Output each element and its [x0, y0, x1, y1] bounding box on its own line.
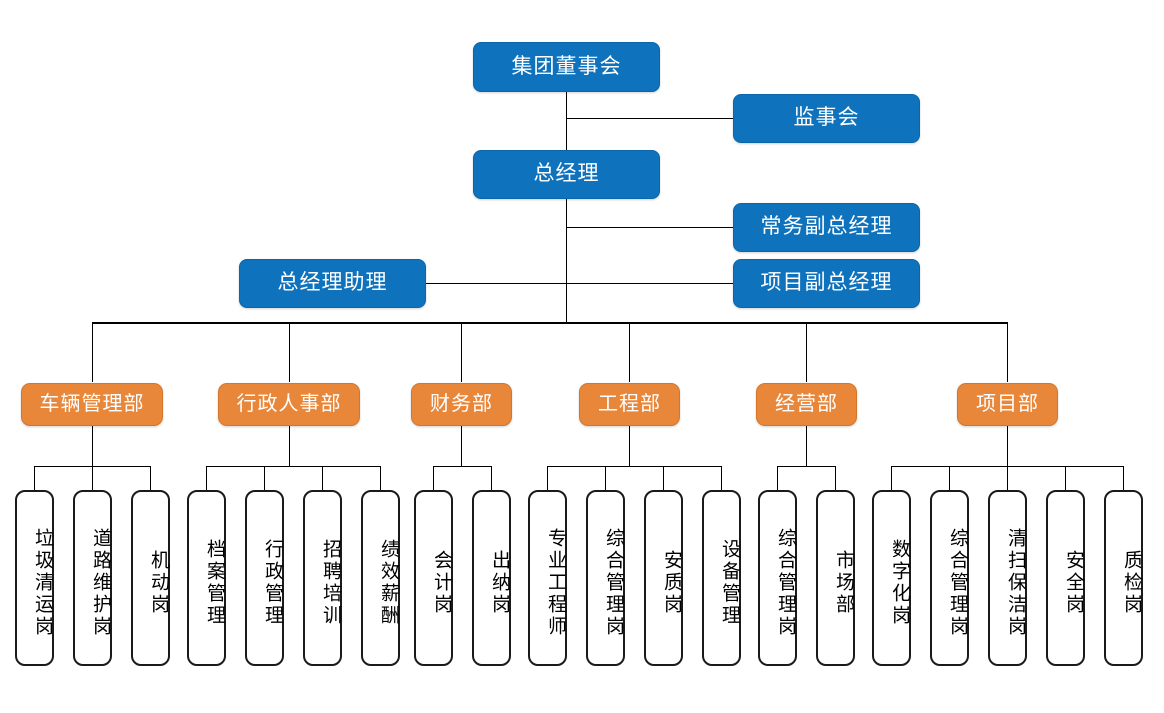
- node-supervisory-board[interactable]: 监事会: [733, 94, 920, 143]
- connector-drop-dept-4: [629, 322, 630, 382]
- node-position-cashier[interactable]: 出纳岗: [472, 490, 511, 666]
- connector-drop-pos-3: [150, 466, 151, 490]
- node-department-engineering[interactable]: 工程部: [579, 383, 680, 426]
- node-position-records-management[interactable]: 档案管理: [187, 490, 226, 666]
- connector-gm-assistant-to-trunk: [425, 283, 567, 284]
- connector-stem-dept-1: [92, 426, 93, 466]
- connector-drop-pos-17: [949, 466, 950, 490]
- node-gm-assistant[interactable]: 总经理助理: [239, 259, 426, 308]
- connector-drop-pos-20: [1123, 466, 1124, 490]
- connector-drop-dept-2: [289, 322, 290, 382]
- node-department-finance[interactable]: 财务部: [411, 383, 512, 426]
- node-position-project-general-management[interactable]: 综合管理岗: [930, 490, 969, 666]
- connector-drop-pos-12: [663, 466, 664, 490]
- node-position-professional-engineer[interactable]: 专业工程师: [528, 490, 567, 666]
- connector-drop-dept-5: [806, 322, 807, 382]
- node-project-deputy-gm[interactable]: 项目副总经理: [733, 259, 920, 308]
- connector-stem-dept-2: [289, 426, 290, 466]
- connector-department-bus: [92, 322, 1008, 324]
- node-position-safety[interactable]: 安全岗: [1046, 490, 1085, 666]
- connector-drop-pos-8: [433, 466, 434, 490]
- connector-trunk-main: [566, 92, 567, 322]
- connector-drop-pos-13: [721, 466, 722, 490]
- connector-stem-dept-6: [1007, 426, 1008, 466]
- connector-drop-dept-3: [461, 322, 462, 382]
- node-position-safety-quality[interactable]: 安质岗: [644, 490, 683, 666]
- node-position-cleaning-sanitation[interactable]: 清扫保洁岗: [988, 490, 1027, 666]
- node-position-waste-removal[interactable]: 垃圾清运岗: [15, 490, 54, 666]
- node-executive-deputy-gm[interactable]: 常务副总经理: [733, 203, 920, 252]
- connector-drop-pos-5: [264, 466, 265, 490]
- node-department-operations[interactable]: 经营部: [756, 383, 857, 426]
- node-department-project[interactable]: 项目部: [957, 383, 1058, 426]
- connector-drop-pos-1: [34, 466, 35, 490]
- connector-drop-dept-6: [1007, 322, 1008, 382]
- node-position-recruitment-training[interactable]: 招聘培训: [303, 490, 342, 666]
- connector-drop-pos-6: [322, 466, 323, 490]
- connector-board-to-supervisory: [566, 118, 733, 119]
- node-position-equipment-management[interactable]: 设备管理: [702, 490, 741, 666]
- node-position-quality-inspection[interactable]: 质检岗: [1104, 490, 1143, 666]
- node-position-mobile-duty[interactable]: 机动岗: [131, 490, 170, 666]
- node-position-operations-general-management[interactable]: 综合管理岗: [758, 490, 797, 666]
- connector-bus-dept-3: [433, 466, 491, 467]
- node-position-road-maintenance[interactable]: 道路维护岗: [73, 490, 112, 666]
- node-position-performance-compensation[interactable]: 绩效薪酬: [361, 490, 400, 666]
- connector-drop-pos-19: [1065, 466, 1066, 490]
- connector-drop-pos-10: [547, 466, 548, 490]
- connector-bus-dept-2: [206, 466, 380, 467]
- node-department-vehicle-management[interactable]: 车辆管理部: [21, 383, 163, 426]
- connector-drop-pos-2: [92, 466, 93, 490]
- node-position-engineering-general-management[interactable]: 综合管理岗: [586, 490, 625, 666]
- node-department-admin-hr[interactable]: 行政人事部: [218, 383, 360, 426]
- connector-bus-dept-4: [547, 466, 721, 467]
- connector-drop-pos-16: [891, 466, 892, 490]
- connector-bus-dept-5: [777, 466, 835, 467]
- connector-drop-dept-1: [92, 322, 93, 382]
- node-position-administration[interactable]: 行政管理: [245, 490, 284, 666]
- connector-stem-dept-4: [629, 426, 630, 466]
- connector-drop-pos-14: [777, 466, 778, 490]
- connector-drop-pos-4: [206, 466, 207, 490]
- node-position-digitalization[interactable]: 数字化岗: [872, 490, 911, 666]
- connector-stem-dept-3: [461, 426, 462, 466]
- connector-drop-pos-11: [605, 466, 606, 490]
- connector-drop-pos-7: [380, 466, 381, 490]
- connector-drop-pos-9: [491, 466, 492, 490]
- node-position-accounting[interactable]: 会计岗: [414, 490, 453, 666]
- connector-drop-pos-15: [835, 466, 836, 490]
- node-position-marketing[interactable]: 市场部: [816, 490, 855, 666]
- connector-drop-pos-18: [1007, 466, 1008, 490]
- connector-gm-to-project-deputy: [566, 283, 733, 284]
- node-board[interactable]: 集团董事会: [473, 42, 660, 92]
- connector-gm-to-executive-deputy: [566, 227, 733, 228]
- node-general-manager[interactable]: 总经理: [473, 150, 660, 199]
- connector-stem-dept-5: [806, 426, 807, 466]
